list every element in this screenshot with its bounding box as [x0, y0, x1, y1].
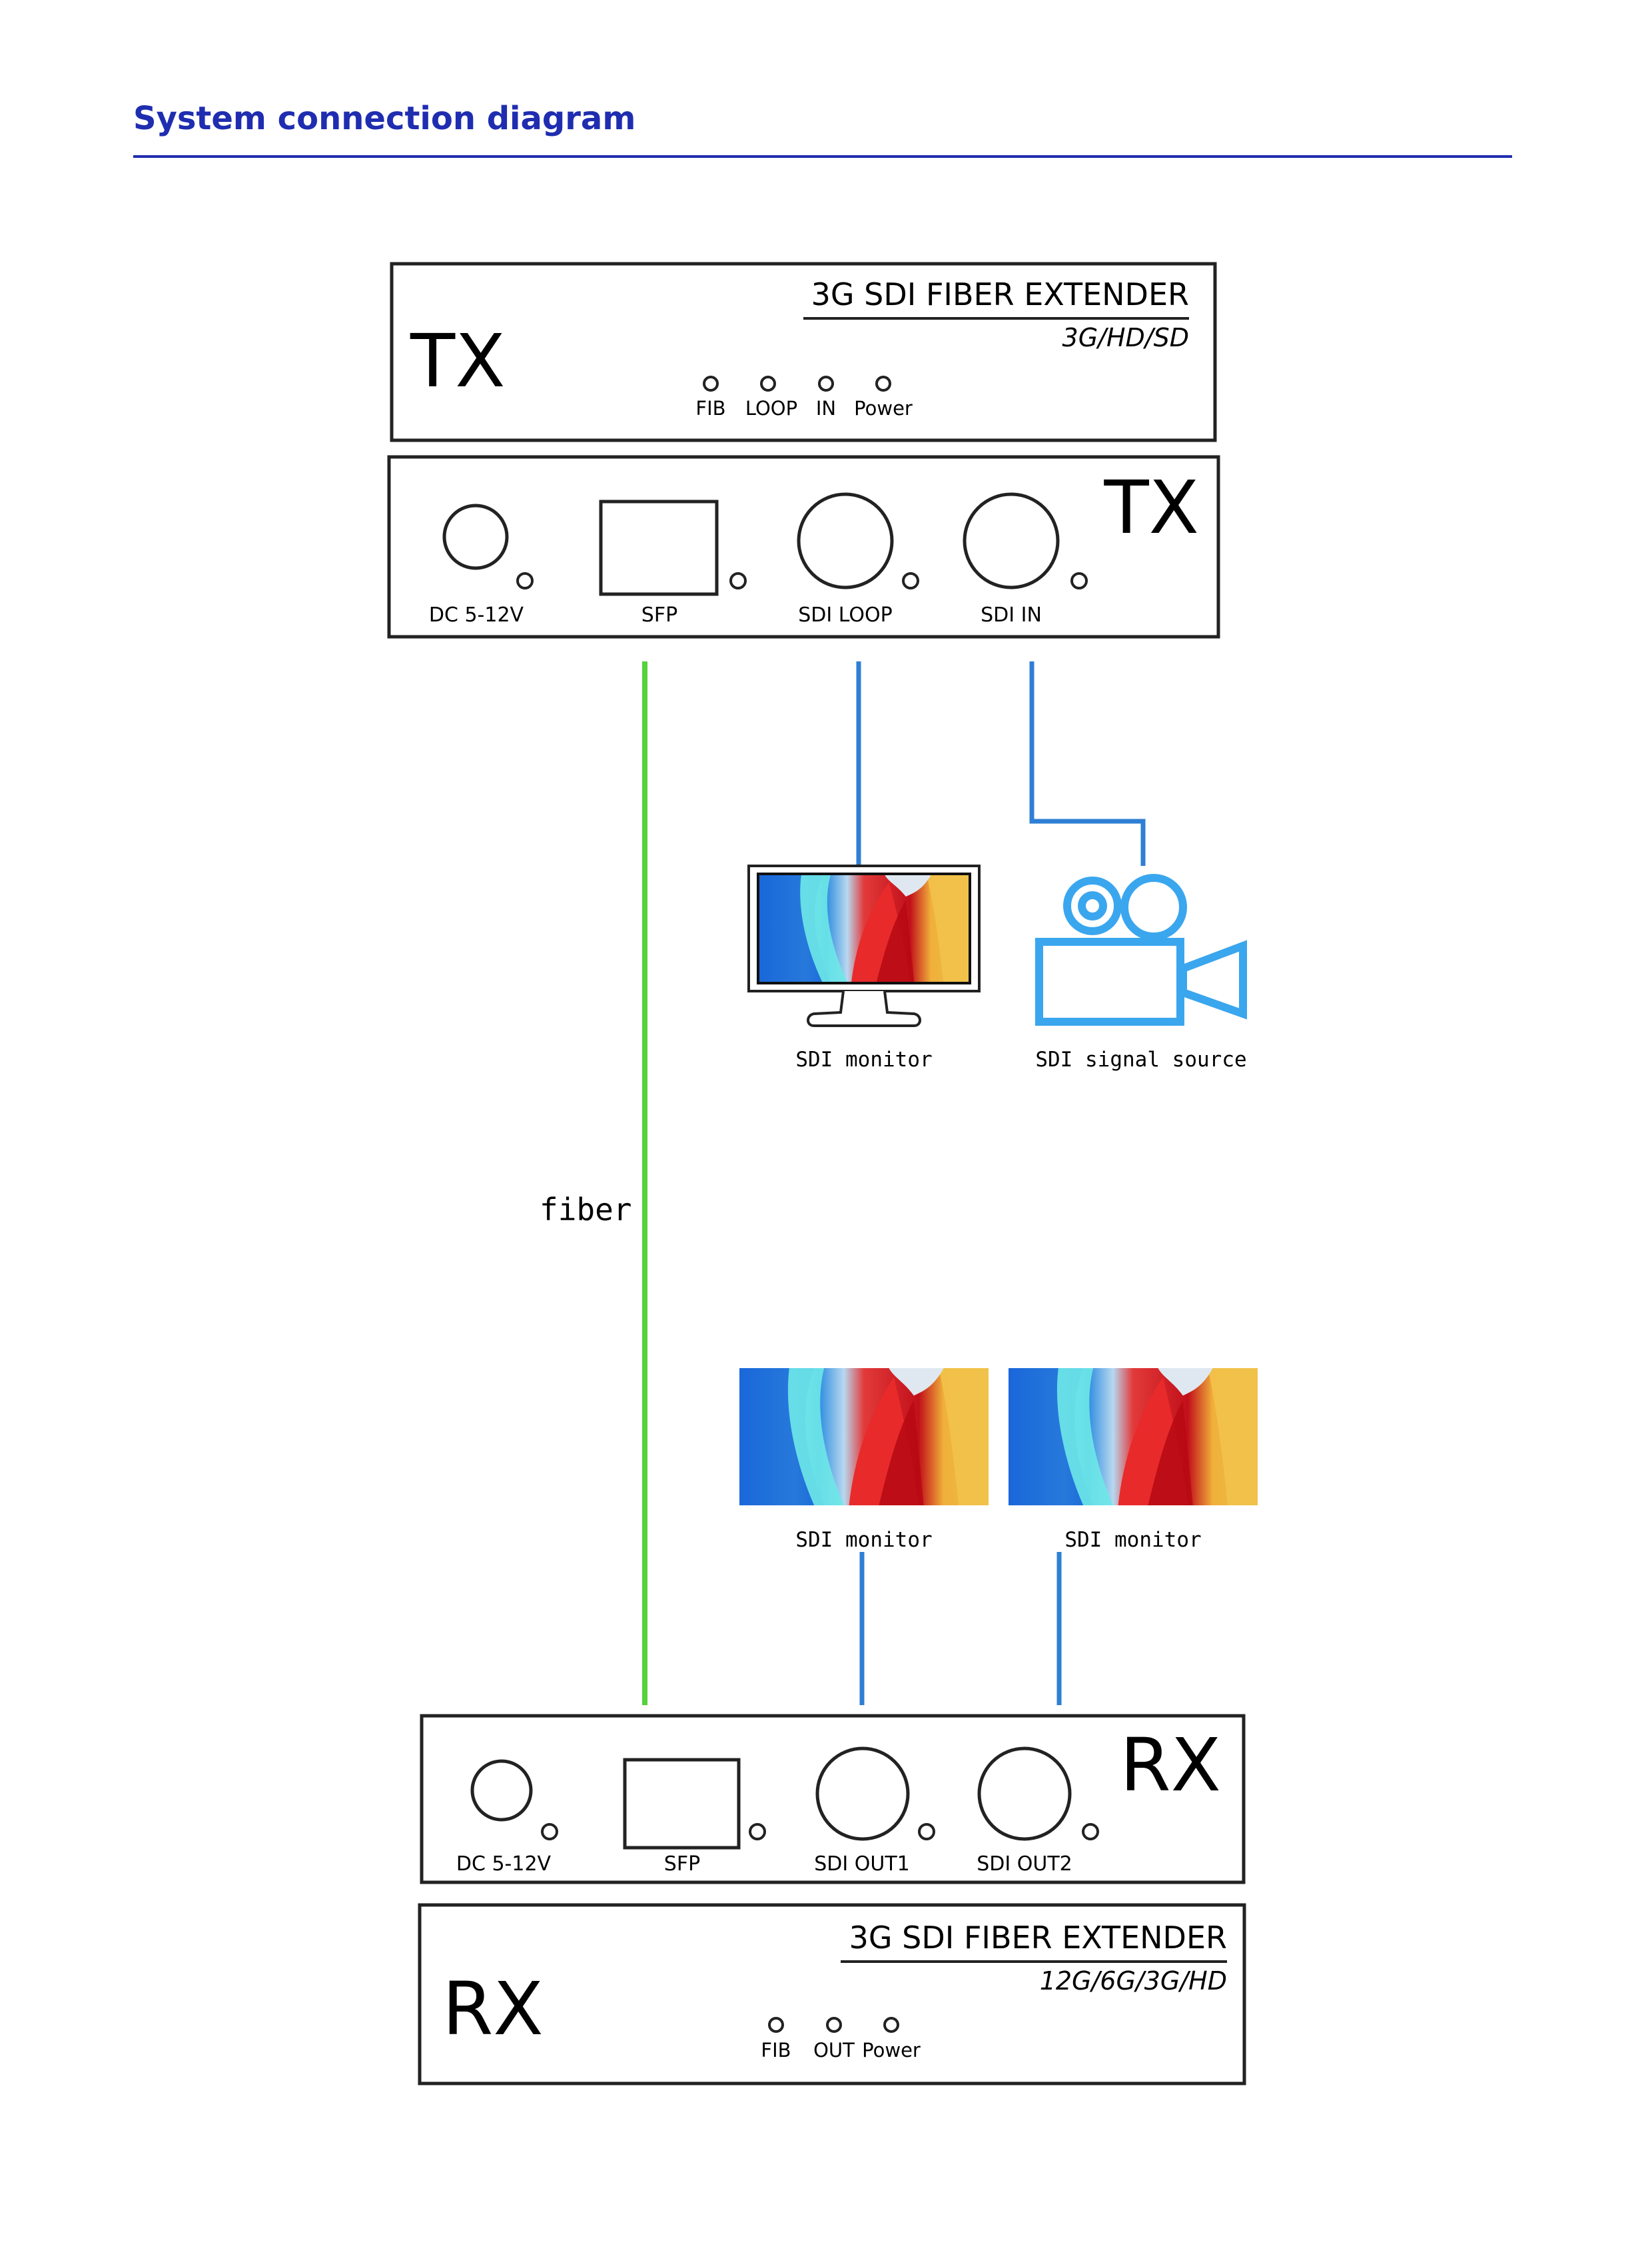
tx-rear-label: TX [1103, 465, 1199, 550]
tx-led-loop-icon [760, 376, 776, 392]
monitor-screen [1009, 1368, 1258, 1505]
rx-dc-jack-icon [470, 1759, 533, 1822]
rx-sdi-monitor-2: SDI monitor [1009, 1368, 1258, 1552]
rx-port-label: DC 5-12V [456, 1852, 552, 1876]
tx-led-label: LOOP [745, 397, 797, 420]
sdi-in-cable [1029, 661, 1146, 866]
tx-sdi-loop-connector-icon [797, 492, 894, 589]
monitor-screen [759, 875, 969, 982]
rx-front-panel: RX 3G SDI FIBER EXTENDER 12G/6G/3G/HD FI… [418, 1903, 1246, 2085]
tx-port-label: DC 5-12V [429, 603, 524, 627]
tx-product-title: 3G SDI FIBER EXTENDER [811, 276, 1189, 312]
title-underline [133, 155, 1512, 158]
rx-led-icon [541, 1823, 558, 1840]
rx-port-label: SDI OUT2 [977, 1852, 1072, 1876]
rx-sdi-monitor-1: SDI monitor [739, 1368, 989, 1552]
rx-led-icon [1082, 1823, 1099, 1840]
rx-led-out-icon [826, 2017, 842, 2033]
rx-monitor1-label: SDI monitor [795, 1528, 932, 1552]
rx-led-label: Power [862, 2039, 921, 2061]
tx-rear-panel: TX DC 5-12V SFP SDI LOOP SDI IN [387, 455, 1220, 639]
tx-front-panel: TX 3G SDI FIBER EXTENDER 3G/HD/SD FIB LO… [390, 262, 1217, 442]
rx-rear-panel: RX DC 5-12V SFP SDI OUT1 SDI OUT2 [420, 1714, 1246, 1884]
tx-dc-jack-icon [442, 504, 509, 570]
rx-port-label: SDI OUT1 [814, 1852, 910, 1876]
rx-sdi-out1-connector-icon [815, 1746, 910, 1841]
tx-led-in-icon [818, 376, 834, 392]
fiber-label: fiber [540, 1192, 631, 1228]
rx-led-icon [918, 1823, 935, 1840]
rx-product-title: 3G SDI FIBER EXTENDER [849, 1920, 1227, 1956]
tx-led-icon [729, 572, 747, 589]
page-title: System connection diagram [133, 100, 636, 137]
rx-led-power-icon [883, 2017, 899, 2033]
sdi-signal-source: SDI signal source [1035, 874, 1247, 1072]
tx-led-icon [1070, 572, 1088, 589]
tx-led-fib-icon [703, 376, 719, 392]
rx-sdi-out2-connector-icon [977, 1746, 1072, 1841]
rx-format-text: 12G/6G/3G/HD [1040, 1966, 1227, 1996]
tx-led-icon [902, 572, 919, 589]
rx-led-fib-icon [768, 2017, 784, 2033]
rx-led-icon [749, 1823, 766, 1840]
tx-format-text: 3G/HD/SD [1062, 323, 1189, 352]
tx-monitor-label: SDI monitor [795, 1048, 932, 1072]
tx-port-label: SDI LOOP [798, 603, 893, 627]
tx-sdi-monitor: SDI monitor [747, 865, 981, 1072]
rx-port-label: SFP [664, 1852, 700, 1876]
tx-led-label: Power [854, 397, 913, 420]
tx-led-icon [516, 572, 534, 589]
rx-sfp-port-icon [623, 1758, 741, 1850]
rx-led-label: FIB [761, 2039, 791, 2061]
tx-led-label: FIB [695, 397, 725, 420]
tx-port-label: SDI IN [981, 603, 1042, 627]
rx-led-label: OUT [813, 2039, 855, 2061]
tx-sfp-port-icon [599, 500, 719, 596]
tx-led-power-icon [875, 376, 891, 392]
rx-monitor2-label: SDI monitor [1064, 1528, 1201, 1552]
tx-port-label: SFP [641, 603, 677, 627]
tx-led-label: IN [816, 397, 836, 420]
rx-rear-label: RX [1120, 1722, 1221, 1808]
camera-icon [1035, 874, 1247, 1026]
tx-front-label: TX [410, 318, 506, 404]
source-label: SDI signal source [1035, 1048, 1246, 1072]
rx-front-label: RX [442, 1966, 544, 2052]
monitor-screen [739, 1368, 989, 1505]
tx-sdi-in-connector-icon [963, 492, 1060, 589]
